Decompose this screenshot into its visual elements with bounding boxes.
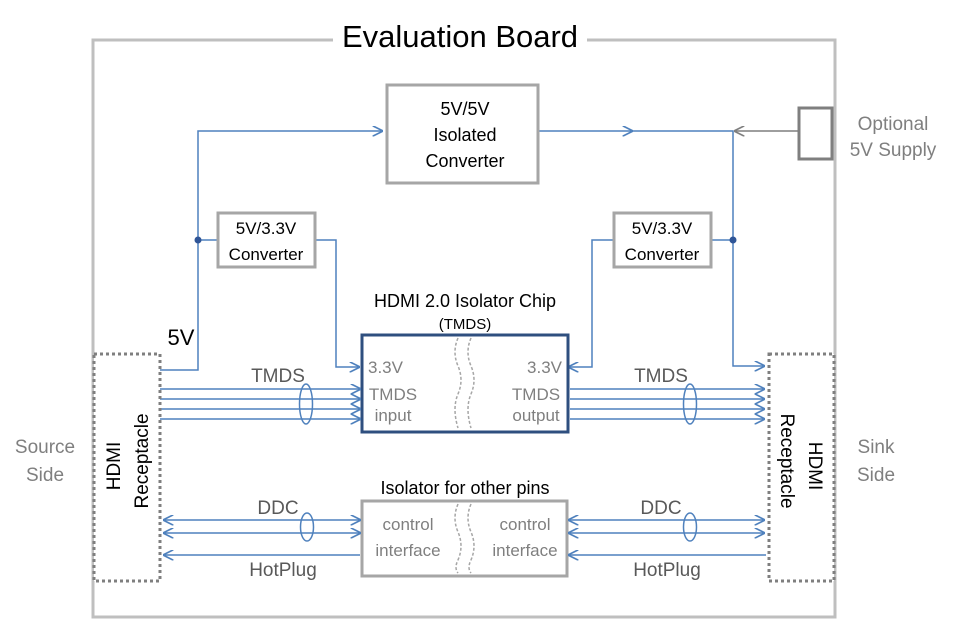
isolated-converter-label-3: Converter <box>425 151 504 171</box>
hdmi-chip-title: HDMI 2.0 Isolator Chip <box>374 291 556 311</box>
other-left-label-2: interface <box>375 541 440 560</box>
converter-right-box <box>612 211 713 269</box>
ddc-lines-right <box>569 520 764 533</box>
other-isolator-title: Isolator for other pins <box>380 478 549 498</box>
ddc-label-right: DDC <box>640 498 681 519</box>
junction-dot-left <box>194 236 202 244</box>
receptacle-left-label-2: Receptacle <box>132 413 153 508</box>
other-left-label-1: control <box>382 515 433 534</box>
chip-left-voltage: 3.3V <box>368 358 404 377</box>
tmds-lines-left <box>160 389 360 419</box>
other-pins-isolator <box>360 499 569 578</box>
receptacle-right-label-1: HDMI <box>804 442 825 491</box>
ddc-lines-left <box>164 520 360 533</box>
converter-left-label-1: 5V/3.3V <box>236 219 297 238</box>
hotplug-label-left: HotPlug <box>249 560 317 581</box>
converter-left-box <box>216 211 317 269</box>
sink-side-label-2: Side <box>857 465 895 486</box>
chip-left-func-2: input <box>375 406 412 425</box>
optional-supply-label-2: 5V Supply <box>850 140 937 161</box>
isolated-converter-box <box>385 83 540 185</box>
chip-right-func-1: TMDS <box>512 385 560 404</box>
source-side-label-1: Source <box>15 437 75 458</box>
board-title: Evaluation Board <box>342 19 578 54</box>
converter-right-label-1: 5V/3.3V <box>632 219 693 238</box>
ddc-bundle-left <box>299 512 315 542</box>
board-outline <box>91 38 837 619</box>
tmds-label-left: TMDS <box>251 366 305 387</box>
ddc-bundle-right <box>682 512 698 542</box>
converter-right-label-2: Converter <box>625 245 700 264</box>
tmds-lines-right <box>570 389 764 419</box>
ddc-label-left: DDC <box>257 498 298 519</box>
isolated-converter-label-1: 5V/5V <box>440 99 489 119</box>
receptacle-right-label-2: Receptacle <box>776 413 797 508</box>
isolated-converter-label-2: Isolated <box>433 125 496 145</box>
chip-right-func-2: output <box>512 406 560 425</box>
hotplug-label-right: HotPlug <box>633 560 701 581</box>
hdmi-chip-subtitle: (TMDS) <box>439 316 492 333</box>
converter-left-label-2: Converter <box>229 245 304 264</box>
sink-side-label-1: Sink <box>858 437 895 458</box>
tmds-label-right: TMDS <box>634 366 688 387</box>
other-isolation-barrier <box>454 503 475 574</box>
five-v-label: 5V <box>168 325 195 350</box>
optional-supply-connector <box>797 106 834 161</box>
chip-right-voltage: 3.3V <box>527 358 563 377</box>
junction-dot-right <box>729 236 737 244</box>
other-right-label-2: interface <box>492 541 557 560</box>
hdmi-receptacle-sink <box>767 352 836 583</box>
tmds-bundle-left <box>298 383 314 425</box>
tmds-bundle-right <box>682 383 698 425</box>
receptacle-left-label-1: HDMI <box>104 442 125 491</box>
source-side-label-2: Side <box>26 465 64 486</box>
other-right-label-1: control <box>499 515 550 534</box>
chip-left-func-1: TMDS <box>369 385 417 404</box>
optional-supply-label-1: Optional <box>858 114 929 135</box>
hdmi-isolator-chip <box>360 333 570 434</box>
hdmi-receptacle-source <box>92 352 162 583</box>
